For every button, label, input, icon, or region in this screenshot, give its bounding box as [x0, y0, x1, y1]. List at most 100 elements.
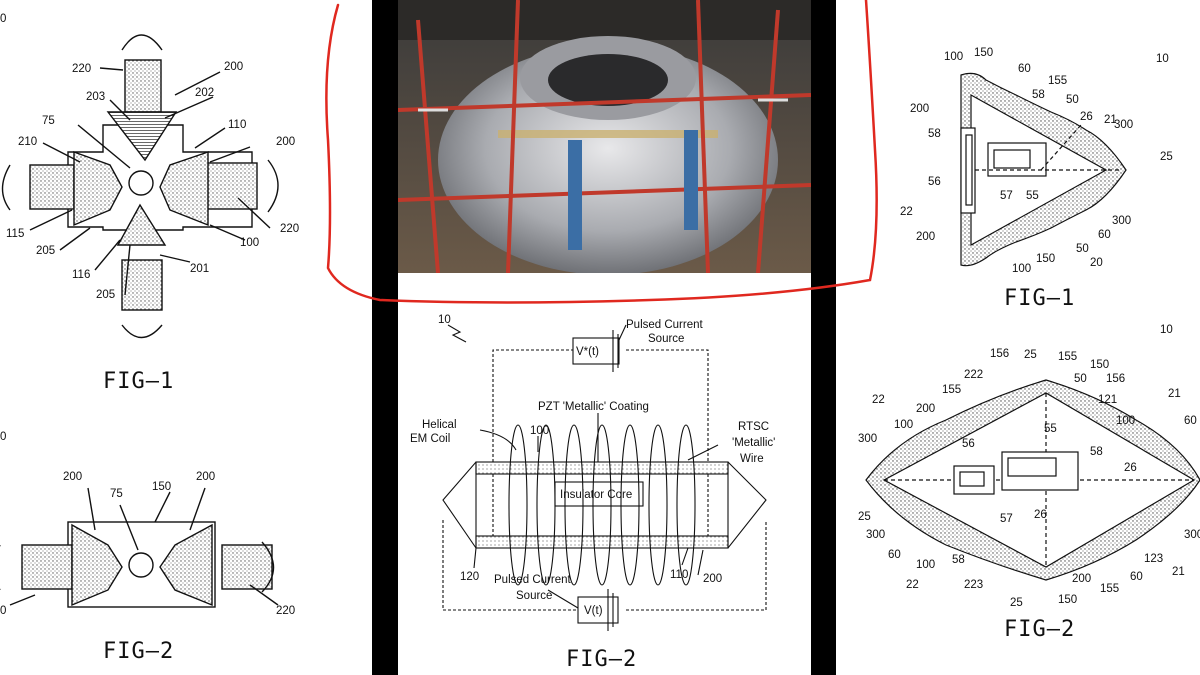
ref-label: 100 [1116, 415, 1135, 427]
ref-label: 200 [63, 471, 82, 483]
top-source-caption: Source [648, 333, 684, 345]
ref-label: 60 [1098, 229, 1111, 241]
left-patent-drawing: 220 200 203 202 75 110 210 200 115 220 2… [0, 13, 299, 664]
edge-mark: 0 [0, 13, 6, 25]
left-patent-panel: 220 200 203 202 75 110 210 200 115 220 2… [0, 0, 372, 675]
ref-label: 100 [1012, 263, 1031, 275]
ref-label: 22 [900, 206, 913, 218]
ref-label: 10 [1160, 324, 1173, 336]
ref-label: 155 [1048, 75, 1067, 87]
ref-label: 205 [96, 289, 115, 301]
ref-label: 150 [974, 47, 993, 59]
ref-label: 220 [72, 63, 91, 75]
ref-label: 155 [942, 384, 961, 396]
ref-label: 220 [280, 223, 299, 235]
ref-label: 25 [1160, 151, 1173, 163]
ref-label: 56 [962, 438, 975, 450]
ref-label: 150 [1090, 359, 1109, 371]
ref-label: 155 [1100, 583, 1119, 595]
ref-label: 50 [1076, 243, 1089, 255]
ref-label: 21 [1104, 114, 1117, 126]
ref-label: 120 [460, 571, 479, 583]
ref-label: 20 [1090, 257, 1103, 269]
ref-label: 55 [1044, 423, 1057, 435]
ref-label: 57 [1000, 513, 1013, 525]
ref-label: 60 [1018, 63, 1031, 75]
right-fig2-title: FIG–2 [1004, 617, 1075, 642]
left-fig2-labels: 200 75 150 200 220 0 0 0 FIG–2 [0, 13, 295, 664]
ref-label: 60 [1184, 415, 1197, 427]
ref-label: 200 [703, 573, 722, 585]
ref-label: 115 [6, 228, 24, 240]
right-patent-drawing: 100 150 60 155 10 58 50 21 200 26 300 58… [858, 47, 1200, 642]
coil-label: Helical [422, 419, 457, 431]
center-fig2-title: FIG–2 [566, 647, 637, 672]
coil-label: EM Coil [410, 433, 450, 445]
ref-label: 110 [670, 569, 688, 581]
ref-label: 75 [110, 488, 123, 500]
ref-label: 60 [1130, 571, 1143, 583]
ref-label: 300 [1184, 529, 1200, 541]
ref-label: 22 [872, 394, 885, 406]
right-fig2-labels: 10 156 25 155 150 222 50 156 21 22 155 1… [858, 324, 1200, 642]
ref-label: 100 [916, 559, 935, 571]
ref-label: 26 [1080, 111, 1093, 123]
bottom-source-label: V(t) [584, 605, 603, 617]
ref-label: 121 [1098, 394, 1117, 406]
ref-label: 222 [964, 369, 983, 381]
ref-label: 50 [1074, 373, 1087, 385]
left-fig2-title: FIG–2 [103, 639, 174, 664]
ref-label: 21 [1172, 566, 1185, 578]
wire-label: 'Metallic' [732, 437, 775, 449]
right-patent-panel: 100 150 60 155 10 58 50 21 200 26 300 58… [836, 0, 1200, 675]
right-fig1-labels: 100 150 60 155 10 58 50 21 200 26 300 58… [900, 47, 1173, 311]
ref-label: 22 [906, 579, 919, 591]
edge-mark: 0 [0, 605, 6, 617]
ref-label: 25 [1010, 597, 1023, 609]
bottom-source-caption: Pulsed Current [494, 574, 572, 586]
center-patent-drawing: 10 V*(t) Pulsed Current Source PZT 'Meta… [410, 314, 775, 672]
core-label: Insulator Core [560, 489, 632, 501]
ref-label: 58 [952, 554, 965, 566]
wire-label: Wire [740, 453, 764, 465]
ref-label: 156 [1106, 373, 1125, 385]
coating-label: PZT 'Metallic' Coating [538, 401, 649, 413]
ref-label: 25 [1024, 349, 1037, 361]
left-fig2-drawing [0, 487, 279, 608]
ref-label: 100 [240, 237, 259, 249]
ref-label: 200 [916, 231, 935, 243]
ref-label: 200 [276, 136, 295, 148]
ref-label: 60 [888, 549, 901, 561]
black-divider [372, 0, 398, 675]
ref-label: 300 [858, 433, 877, 445]
left-fig1-labels: 220 200 203 202 75 110 210 200 115 220 2… [6, 61, 299, 394]
edge-mark: 0 [0, 431, 6, 443]
ref-label: 200 [910, 103, 929, 115]
ref-label: 300 [1112, 215, 1131, 227]
ref-label: 200 [196, 471, 215, 483]
ref-label: 26 [1124, 462, 1137, 474]
ref-label: 10 [438, 314, 451, 326]
right-fig1-title: FIG–1 [1004, 286, 1075, 311]
ref-label: 300 [866, 529, 885, 541]
ref-label: 75 [42, 115, 55, 127]
ref-label: 55 [1026, 190, 1039, 202]
ref-label: 110 [228, 119, 246, 131]
right-fig1-drawing [960, 72, 1127, 267]
ref-label: 58 [928, 128, 941, 140]
ref-label: 57 [1000, 190, 1013, 202]
ref-label: 200 [224, 61, 243, 73]
top-source-label: V*(t) [576, 346, 599, 358]
ref-label: 50 [1066, 94, 1079, 106]
ref-label: 202 [195, 87, 214, 99]
wire-label: RTSC [738, 421, 769, 433]
ref-label: 56 [928, 176, 941, 188]
ref-label: 223 [964, 579, 983, 591]
ref-label: 123 [1144, 553, 1163, 565]
ref-label: 116 [72, 269, 90, 281]
center-fig2-labels: 10 V*(t) Pulsed Current Source PZT 'Meta… [410, 314, 775, 672]
ref-label: 200 [916, 403, 935, 415]
ref-label: 21 [1168, 388, 1181, 400]
ref-label: 26 [1034, 509, 1047, 521]
ref-label: 100 [944, 51, 963, 63]
